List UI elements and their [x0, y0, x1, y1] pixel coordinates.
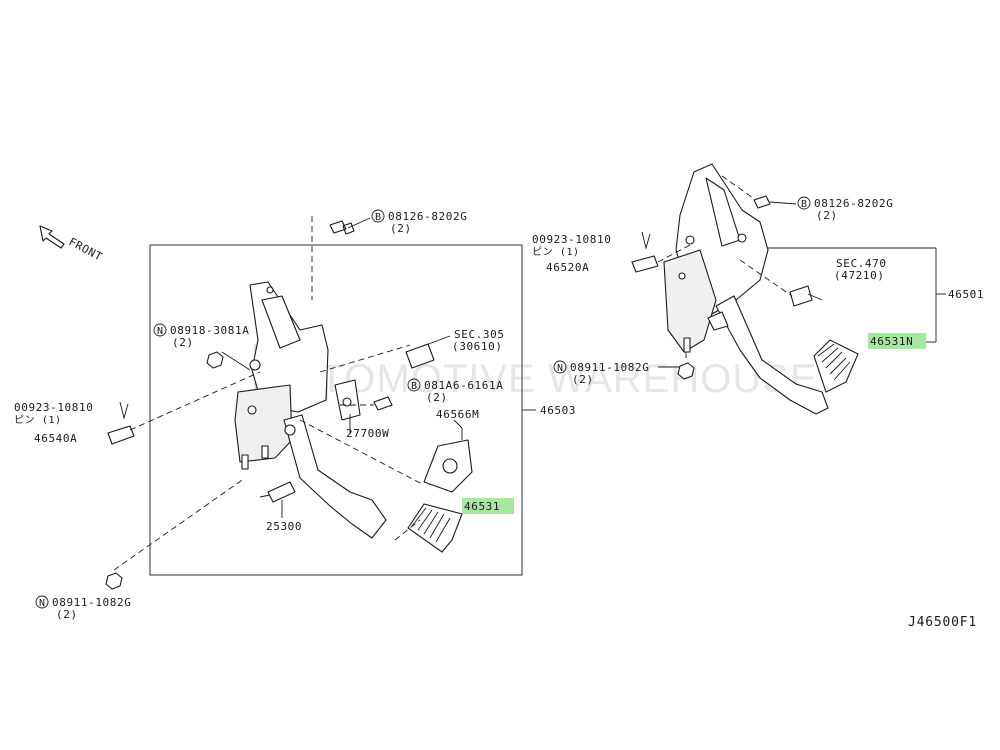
highlight-46531 — [462, 498, 514, 514]
nut-08911-right — [677, 362, 695, 380]
front-arrow-icon — [39, 225, 65, 249]
label-25300: 25300 — [266, 520, 302, 533]
label-nut-left: N 08918-3081A (2) — [153, 323, 249, 349]
nut-symbol-icon — [553, 360, 567, 374]
label-nut-bottom: N 08911-1082G (2) — [35, 595, 131, 621]
bolt-08126-right — [753, 195, 797, 209]
bolt-symbol-icon — [371, 209, 385, 223]
label-46531n[interactable]: 46531N — [870, 335, 913, 348]
bolt-081a6 — [373, 396, 393, 411]
switch-sec470 — [789, 285, 823, 307]
switch-sec305 — [405, 343, 435, 369]
label-46566m: 46566M — [436, 408, 479, 421]
svg-text:(2): (2) — [426, 391, 448, 404]
nut-symbol-icon — [153, 323, 167, 337]
label-nut-right: N 08911-1082G (2) — [553, 360, 649, 386]
svg-text:N: N — [557, 363, 564, 374]
label-pin-left-sub: ピン (1) — [14, 414, 62, 426]
svg-text:(2): (2) — [816, 209, 838, 222]
pedal-arm-right — [707, 295, 829, 415]
label-sec305-ref: (30610) — [452, 340, 503, 353]
nut-symbol-icon — [35, 595, 49, 609]
bolt-symbol-icon — [407, 378, 421, 392]
nut-08911-bottom — [105, 572, 123, 590]
clevis-46540a — [107, 401, 135, 445]
label-sec305: SEC.305 — [454, 328, 505, 341]
svg-text:08911-1082G: 08911-1082G — [52, 596, 131, 609]
switch-25300 — [259, 481, 296, 503]
svg-text:(2): (2) — [572, 373, 594, 386]
label-pin-left-part: 00923-10810 — [14, 401, 93, 414]
label-27700w: 27700W — [346, 427, 389, 440]
pedal-arm-left — [283, 414, 387, 539]
pedal-bracket-right — [663, 163, 769, 353]
label-bolt-081a6: B 081A6-6161A (2) — [407, 378, 503, 404]
label-clevis-left: 46540A — [34, 432, 77, 445]
svg-text:(2): (2) — [172, 336, 194, 349]
label-46501: 46501 — [948, 288, 984, 301]
dashed-leaders-left — [113, 344, 423, 571]
front-indicator: FRONT — [39, 225, 105, 264]
label-clevis-right: 46520A — [546, 261, 589, 274]
label-leaders-left — [221, 335, 463, 518]
label-pin-right-sub: ピン (1) — [532, 246, 580, 258]
svg-text:N: N — [157, 326, 164, 337]
svg-text:08126-8202G: 08126-8202G — [388, 210, 467, 223]
dashed-leaders-right — [657, 175, 793, 362]
bolt-symbol-icon — [797, 196, 811, 210]
label-sec470: SEC.470 — [836, 257, 887, 270]
label-46503: 46503 — [540, 404, 576, 417]
bracket-46566m — [423, 428, 473, 493]
svg-text:08911-1082G: 08911-1082G — [570, 361, 649, 374]
svg-text:N: N — [39, 598, 46, 609]
diagram-id: J46500F1 — [908, 615, 977, 630]
clevis-46520a — [631, 231, 659, 273]
label-sec470-ref: (47210) — [834, 269, 885, 282]
pedal-pad-left — [407, 503, 463, 553]
pedal-pad-right — [813, 339, 859, 393]
svg-text:081A6-6161A: 081A6-6161A — [424, 379, 503, 392]
svg-text:08918-3081A: 08918-3081A — [170, 324, 249, 337]
label-bolt-right: B 08126-8202G (2) — [797, 196, 893, 222]
pedal-bracket-left — [234, 281, 329, 470]
switch-27700w — [334, 379, 361, 421]
front-label: FRONT — [67, 235, 105, 263]
svg-text:(2): (2) — [390, 222, 412, 235]
label-pin-right-part: 00923-10810 — [532, 233, 611, 246]
bolt-08126-left — [329, 217, 371, 235]
svg-text:08126-8202G: 08126-8202G — [814, 197, 893, 210]
label-bolt-left: B 08126-8202G (2) — [371, 209, 467, 235]
nut-08918-left — [206, 351, 224, 369]
svg-text:B: B — [375, 212, 382, 223]
svg-text:B: B — [801, 199, 808, 210]
highlight-46531n — [868, 333, 926, 349]
svg-text:B: B — [411, 381, 418, 392]
label-46531[interactable]: 46531 — [464, 500, 500, 513]
svg-text:(2): (2) — [56, 608, 78, 621]
